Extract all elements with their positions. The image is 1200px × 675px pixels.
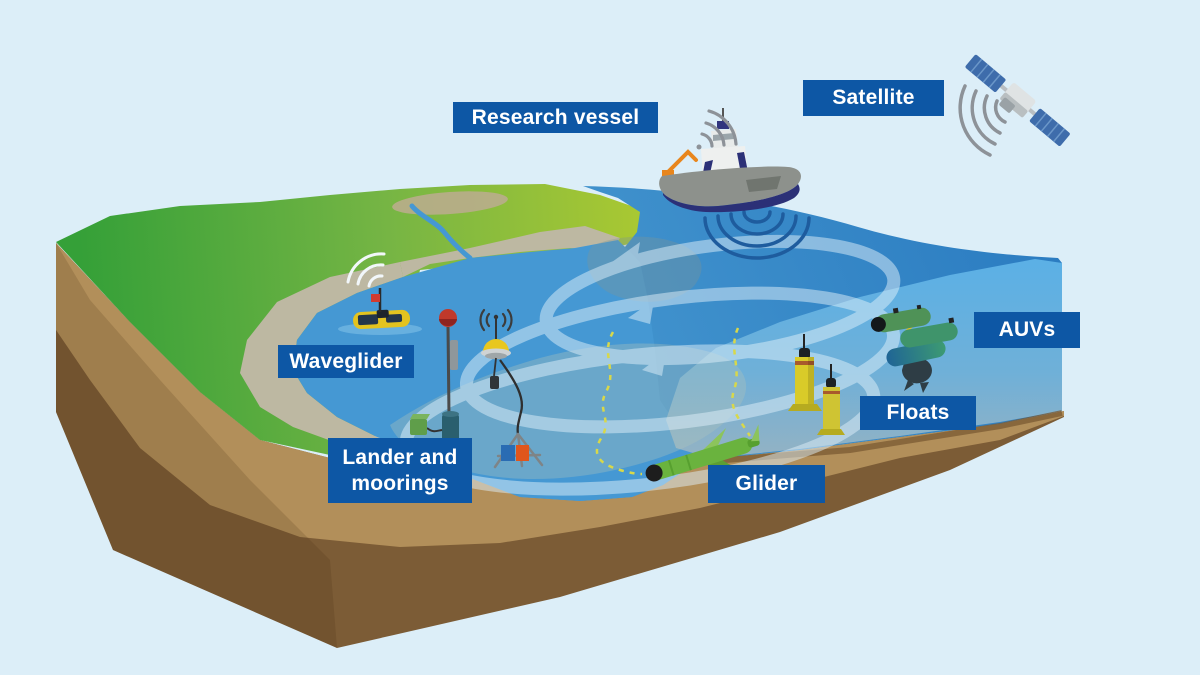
label-floats: Floats (860, 396, 976, 430)
waveglider-signal-icon (346, 252, 386, 288)
label-glider: Glider (708, 465, 825, 503)
beach-north-band (400, 226, 620, 277)
label-auvs: AUVs (974, 312, 1080, 348)
ship-signal-icon (696, 109, 738, 150)
seafloor-lander-icon (493, 432, 544, 469)
argo-float-icon (788, 334, 822, 411)
glider-track-icon (595, 327, 752, 476)
label-lander-and-moorings: Lander and moorings (328, 438, 472, 503)
buoy-signal-icon (479, 308, 513, 332)
beach-crescent (240, 262, 413, 466)
waveglider-icon (338, 288, 422, 335)
eddy-current-icon (399, 234, 901, 496)
argo-float-icon-2 (817, 364, 845, 435)
ship-sonar-icon (703, 210, 811, 260)
label-waveglider: Waveglider (278, 345, 414, 378)
auv-icon (870, 304, 958, 393)
mooring-cable (499, 359, 524, 435)
shallow-bank (390, 343, 747, 479)
label-research-vessel: Research vessel (453, 102, 658, 133)
crane-icon (664, 149, 698, 176)
surface-buoy-icon (481, 314, 524, 435)
satellite-icon (965, 54, 1070, 146)
satellite-signal-icon (958, 84, 1007, 157)
seafloor-left-face-shade (56, 243, 337, 648)
headland-sand-patch (392, 191, 508, 215)
seafloor-front-face (56, 243, 1064, 648)
shore-station-icon (410, 414, 430, 435)
label-satellite: Satellite (803, 80, 944, 116)
ship-icon (659, 108, 801, 213)
flag-icon (371, 294, 380, 302)
river (409, 203, 473, 261)
mooring-mast-icon (426, 309, 459, 444)
